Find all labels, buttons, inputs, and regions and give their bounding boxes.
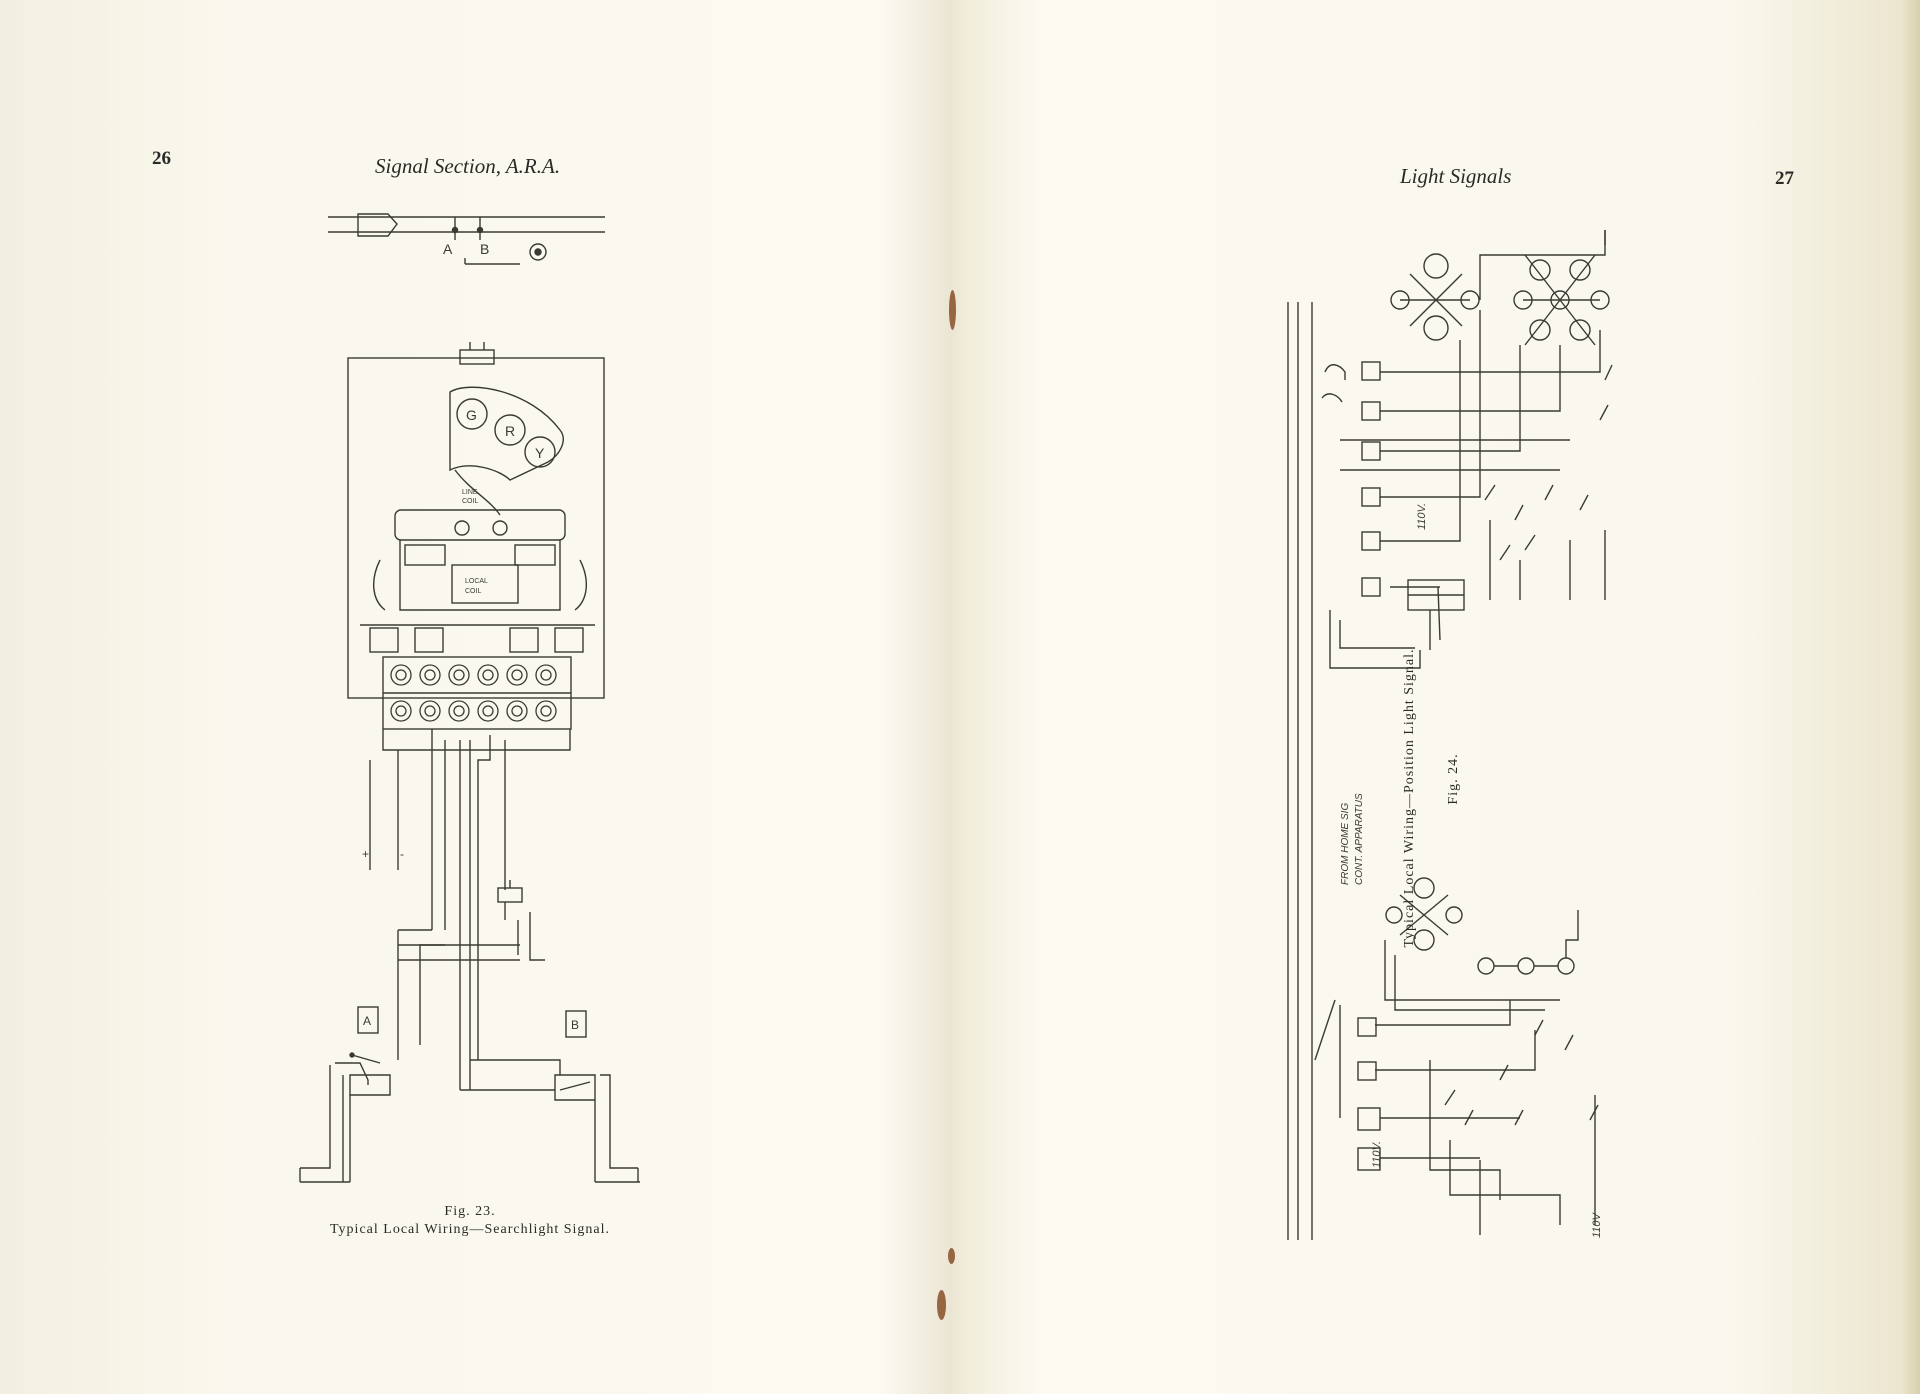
terminal-post (395, 669, 407, 681)
plus-label: + (362, 847, 369, 861)
label-b: B (480, 241, 489, 257)
volt-label: 110V (1591, 1211, 1603, 1238)
local-coil-label-1: LOCAL (465, 578, 488, 585)
binding-stain (948, 1248, 955, 1264)
label-a: A (443, 241, 453, 257)
local-coil-label-2: COIL (465, 588, 481, 595)
fig23-number: Fig. 23. (444, 1204, 496, 1219)
terminal (535, 664, 557, 686)
terminal-post (453, 705, 465, 717)
page-number: 27 (1775, 168, 1794, 189)
terminal (390, 700, 412, 722)
terminal-post (482, 669, 494, 681)
terminal-post (540, 705, 552, 717)
terminal-post (511, 669, 523, 681)
terminal-post (540, 669, 552, 681)
volt-label: 110V. (1371, 1141, 1383, 1168)
fig24-caption: Typical Local Wiring—Position Light Sign… (1402, 648, 1417, 948)
fig23-caption: Typical Local Wiring—Searchlight Signal. (329, 1222, 611, 1237)
terminal (535, 700, 557, 722)
terminal (448, 700, 470, 722)
from-home-label-2: CONT. APPARATUS (1354, 793, 1365, 885)
position-light-wiring-diagram: 110V. 110V. 110V FROM HOME SIG CONT. APP… (1287, 230, 1613, 1240)
terminal-post (424, 669, 436, 681)
lens-r: R (505, 423, 515, 439)
line-coil-label-1: LINE (462, 489, 478, 496)
volt-label: 110V. (1416, 503, 1428, 530)
terminal (448, 664, 470, 686)
page-number: 26 (152, 148, 171, 169)
terminal (477, 664, 499, 686)
line-coil-label-2: COIL (462, 498, 478, 505)
lens-y: Y (535, 445, 545, 461)
right-page: Light Signals 27 (960, 0, 1920, 1394)
terminal (419, 700, 441, 722)
relay-b-label: B (571, 1018, 579, 1032)
fig24-number: Fig. 24. (1446, 753, 1461, 805)
terminal (477, 700, 499, 722)
binding-stain (937, 1290, 946, 1320)
terminal-post (453, 669, 465, 681)
terminal-post (511, 705, 523, 717)
terminal-post (395, 705, 407, 717)
searchlight-wiring-diagram: A B G R Y LINE COIL LOCAL COIL + - A B (299, 213, 640, 1183)
running-head: Light Signals (1400, 164, 1512, 188)
terminal-post (424, 705, 436, 717)
terminal (506, 664, 528, 686)
lens-g: G (466, 407, 477, 423)
running-head: Signal Section, A.R.A. (375, 154, 561, 178)
minus-label: - (400, 847, 404, 861)
terminal (506, 700, 528, 722)
left-page: 26 Signal Section, A.R.A. (152, 148, 640, 1237)
binding-stain (949, 290, 956, 330)
terminal (390, 664, 412, 686)
relay-a-label: A (363, 1014, 371, 1028)
terminal (419, 664, 441, 686)
terminal-post (482, 705, 494, 717)
from-home-label-1: FROM HOME SIG (1340, 803, 1351, 885)
